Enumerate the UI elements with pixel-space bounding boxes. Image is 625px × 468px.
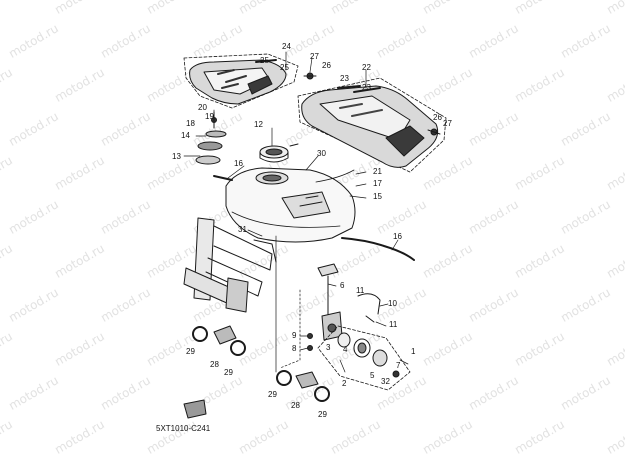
callout-22: 22	[362, 63, 371, 72]
callout-16: 16	[393, 232, 402, 241]
callout-5: 5	[370, 371, 375, 380]
callout-27: 27	[443, 119, 452, 128]
direction-emblem	[183, 399, 207, 419]
callout-25: 25	[280, 63, 289, 72]
callout-9: 9	[292, 331, 297, 340]
callout-32: 32	[381, 377, 390, 386]
fuel-cap	[259, 143, 299, 163]
right-side-cover	[297, 77, 447, 173]
left-side-cover	[183, 53, 299, 109]
callout-16: 16	[234, 159, 243, 168]
diagram-code: 5XT1010-C241	[156, 424, 211, 433]
callout-13: 13	[172, 152, 181, 161]
callout-26: 26	[322, 61, 331, 70]
callout-1: 1	[411, 347, 416, 356]
callout-7: 7	[396, 361, 401, 370]
callout-6: 6	[340, 281, 345, 290]
callout-17: 17	[373, 179, 382, 188]
callout-26: 26	[433, 113, 442, 122]
callout-15: 15	[373, 192, 382, 201]
hose-clamps-bottom	[276, 370, 330, 402]
callout-24: 24	[282, 42, 291, 51]
fuel-cock	[307, 263, 381, 351]
callout-14: 14	[181, 131, 190, 140]
callout-18: 18	[186, 119, 195, 128]
callout-25: 25	[260, 56, 269, 65]
callout-3: 3	[326, 343, 331, 352]
callout-31: 31	[238, 225, 247, 234]
callout-27: 27	[310, 52, 319, 61]
callout-21: 21	[373, 167, 382, 176]
fuel-tank	[213, 167, 356, 243]
callout-30: 30	[317, 149, 326, 158]
callout-2: 2	[342, 379, 347, 388]
fuel-hose	[341, 237, 415, 261]
callout-11: 11	[356, 286, 365, 295]
hose-clamps-left	[192, 325, 246, 356]
filter-bowl	[317, 325, 411, 391]
callout-29: 29	[318, 410, 327, 419]
callout-12: 12	[254, 120, 263, 129]
callout-11: 11	[389, 320, 398, 329]
callout-23: 23	[340, 74, 349, 83]
callout-8: 8	[292, 344, 297, 353]
frame	[183, 217, 277, 313]
callout-29: 29	[268, 390, 277, 399]
callout-10: 10	[388, 299, 397, 308]
callout-28: 28	[291, 401, 300, 410]
callout-19: 19	[205, 112, 214, 121]
callout-23: 23	[362, 83, 371, 92]
callout-29: 29	[186, 347, 195, 356]
callout-20: 20	[198, 103, 207, 112]
callout-28: 28	[210, 360, 219, 369]
leader-lines	[183, 51, 409, 373]
callout-4: 4	[343, 345, 348, 354]
cover-fasteners	[195, 72, 441, 165]
callout-29: 29	[224, 368, 233, 377]
